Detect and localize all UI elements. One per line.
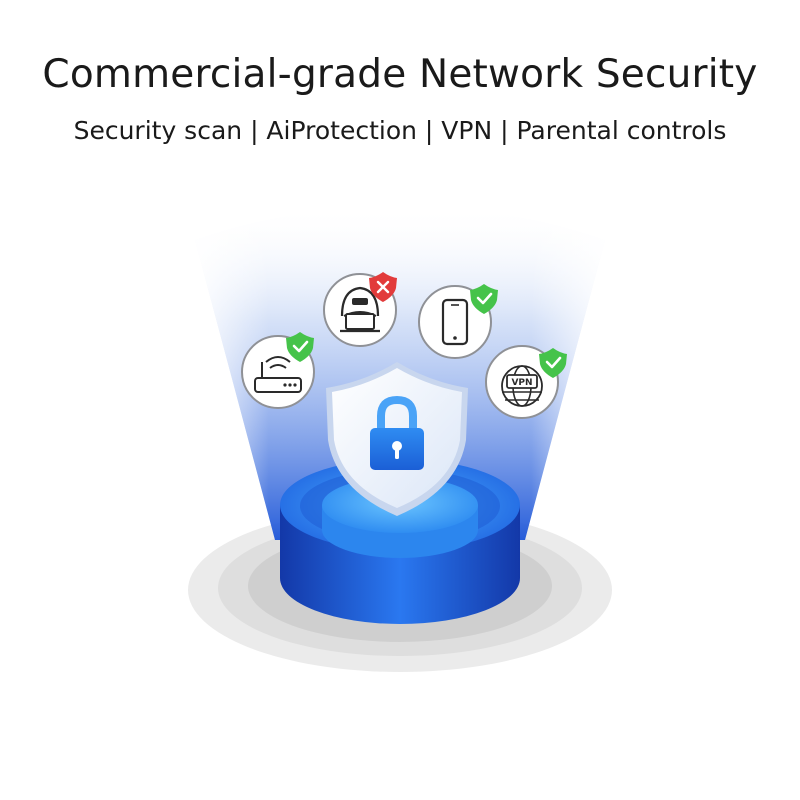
page-subtitle: Security scan | AiProtection | VPN | Par… (73, 116, 727, 145)
router-icon (241, 332, 315, 409)
shield (326, 362, 468, 516)
check-badge-icon (539, 348, 567, 378)
vpn-globe-icon: VPN (485, 345, 567, 419)
smartphone-icon (418, 284, 498, 359)
padlock-icon (370, 395, 424, 470)
hacker-icon (323, 272, 397, 347)
check-badge-icon (286, 332, 314, 362)
vpn-label: VPN (511, 378, 532, 388)
page-title: Commercial-grade Network Security (42, 52, 758, 97)
alert-badge-icon (369, 272, 397, 302)
check-badge-icon (470, 284, 498, 314)
